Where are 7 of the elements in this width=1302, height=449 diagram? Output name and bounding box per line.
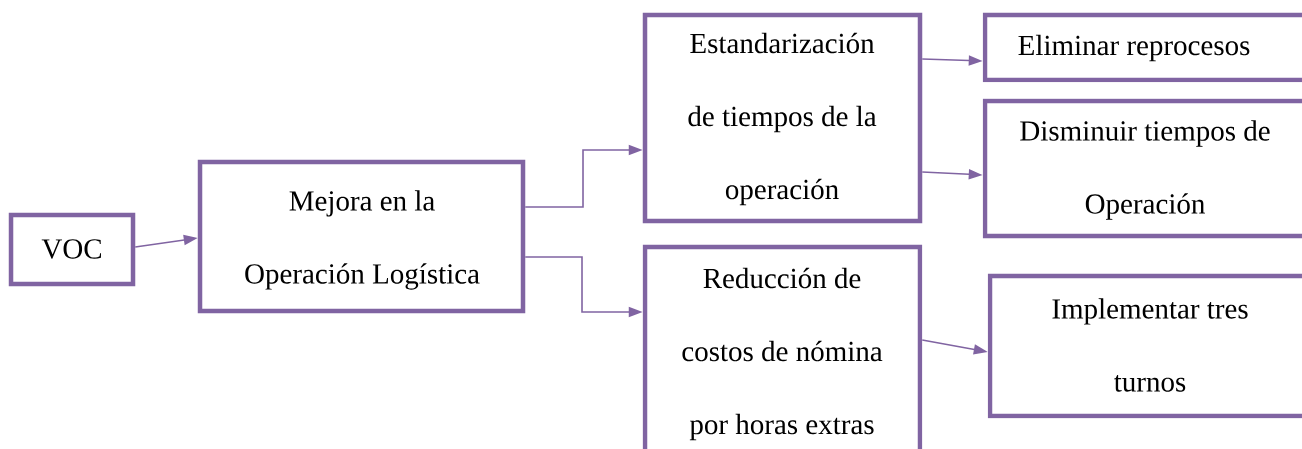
- process-box: Implementar tres turnos: [987, 273, 1302, 419]
- process-box: Eliminar reprocesos: [982, 12, 1302, 83]
- process-box: Disminuir tiempos de Operación: [982, 98, 1302, 239]
- process-box: Reducción de costos de nómina por horas extras: [642, 244, 923, 449]
- process-box: Estandarización de tiempos de la operación: [642, 12, 923, 224]
- process-box: VOC: [8, 212, 136, 287]
- process-box: Mejora en la Operación Logística: [197, 159, 526, 314]
